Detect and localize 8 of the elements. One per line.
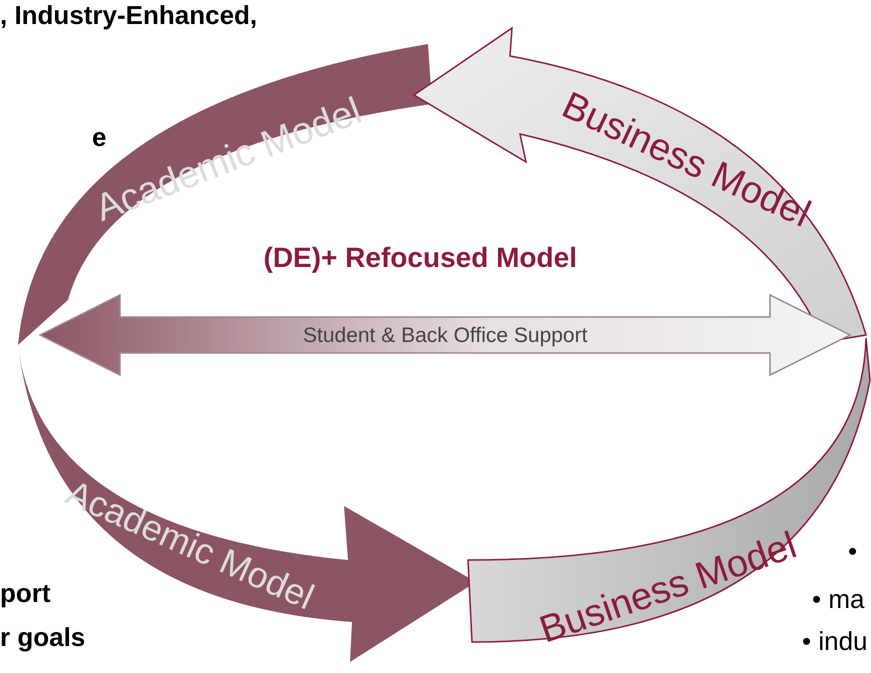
arrow-label: Student & Back Office Support: [303, 324, 588, 346]
text-fragment: r goals: [0, 622, 86, 653]
bullet-fragment: •: [848, 536, 858, 567]
bullet-fragment: • indu: [802, 626, 868, 657]
text-fragment: port: [0, 578, 51, 609]
heading-fragment: , Industry-Enhanced,: [0, 0, 258, 31]
bullet-fragment: • ma: [812, 584, 864, 615]
model-title: (DE)+ Refocused Model: [264, 242, 577, 274]
